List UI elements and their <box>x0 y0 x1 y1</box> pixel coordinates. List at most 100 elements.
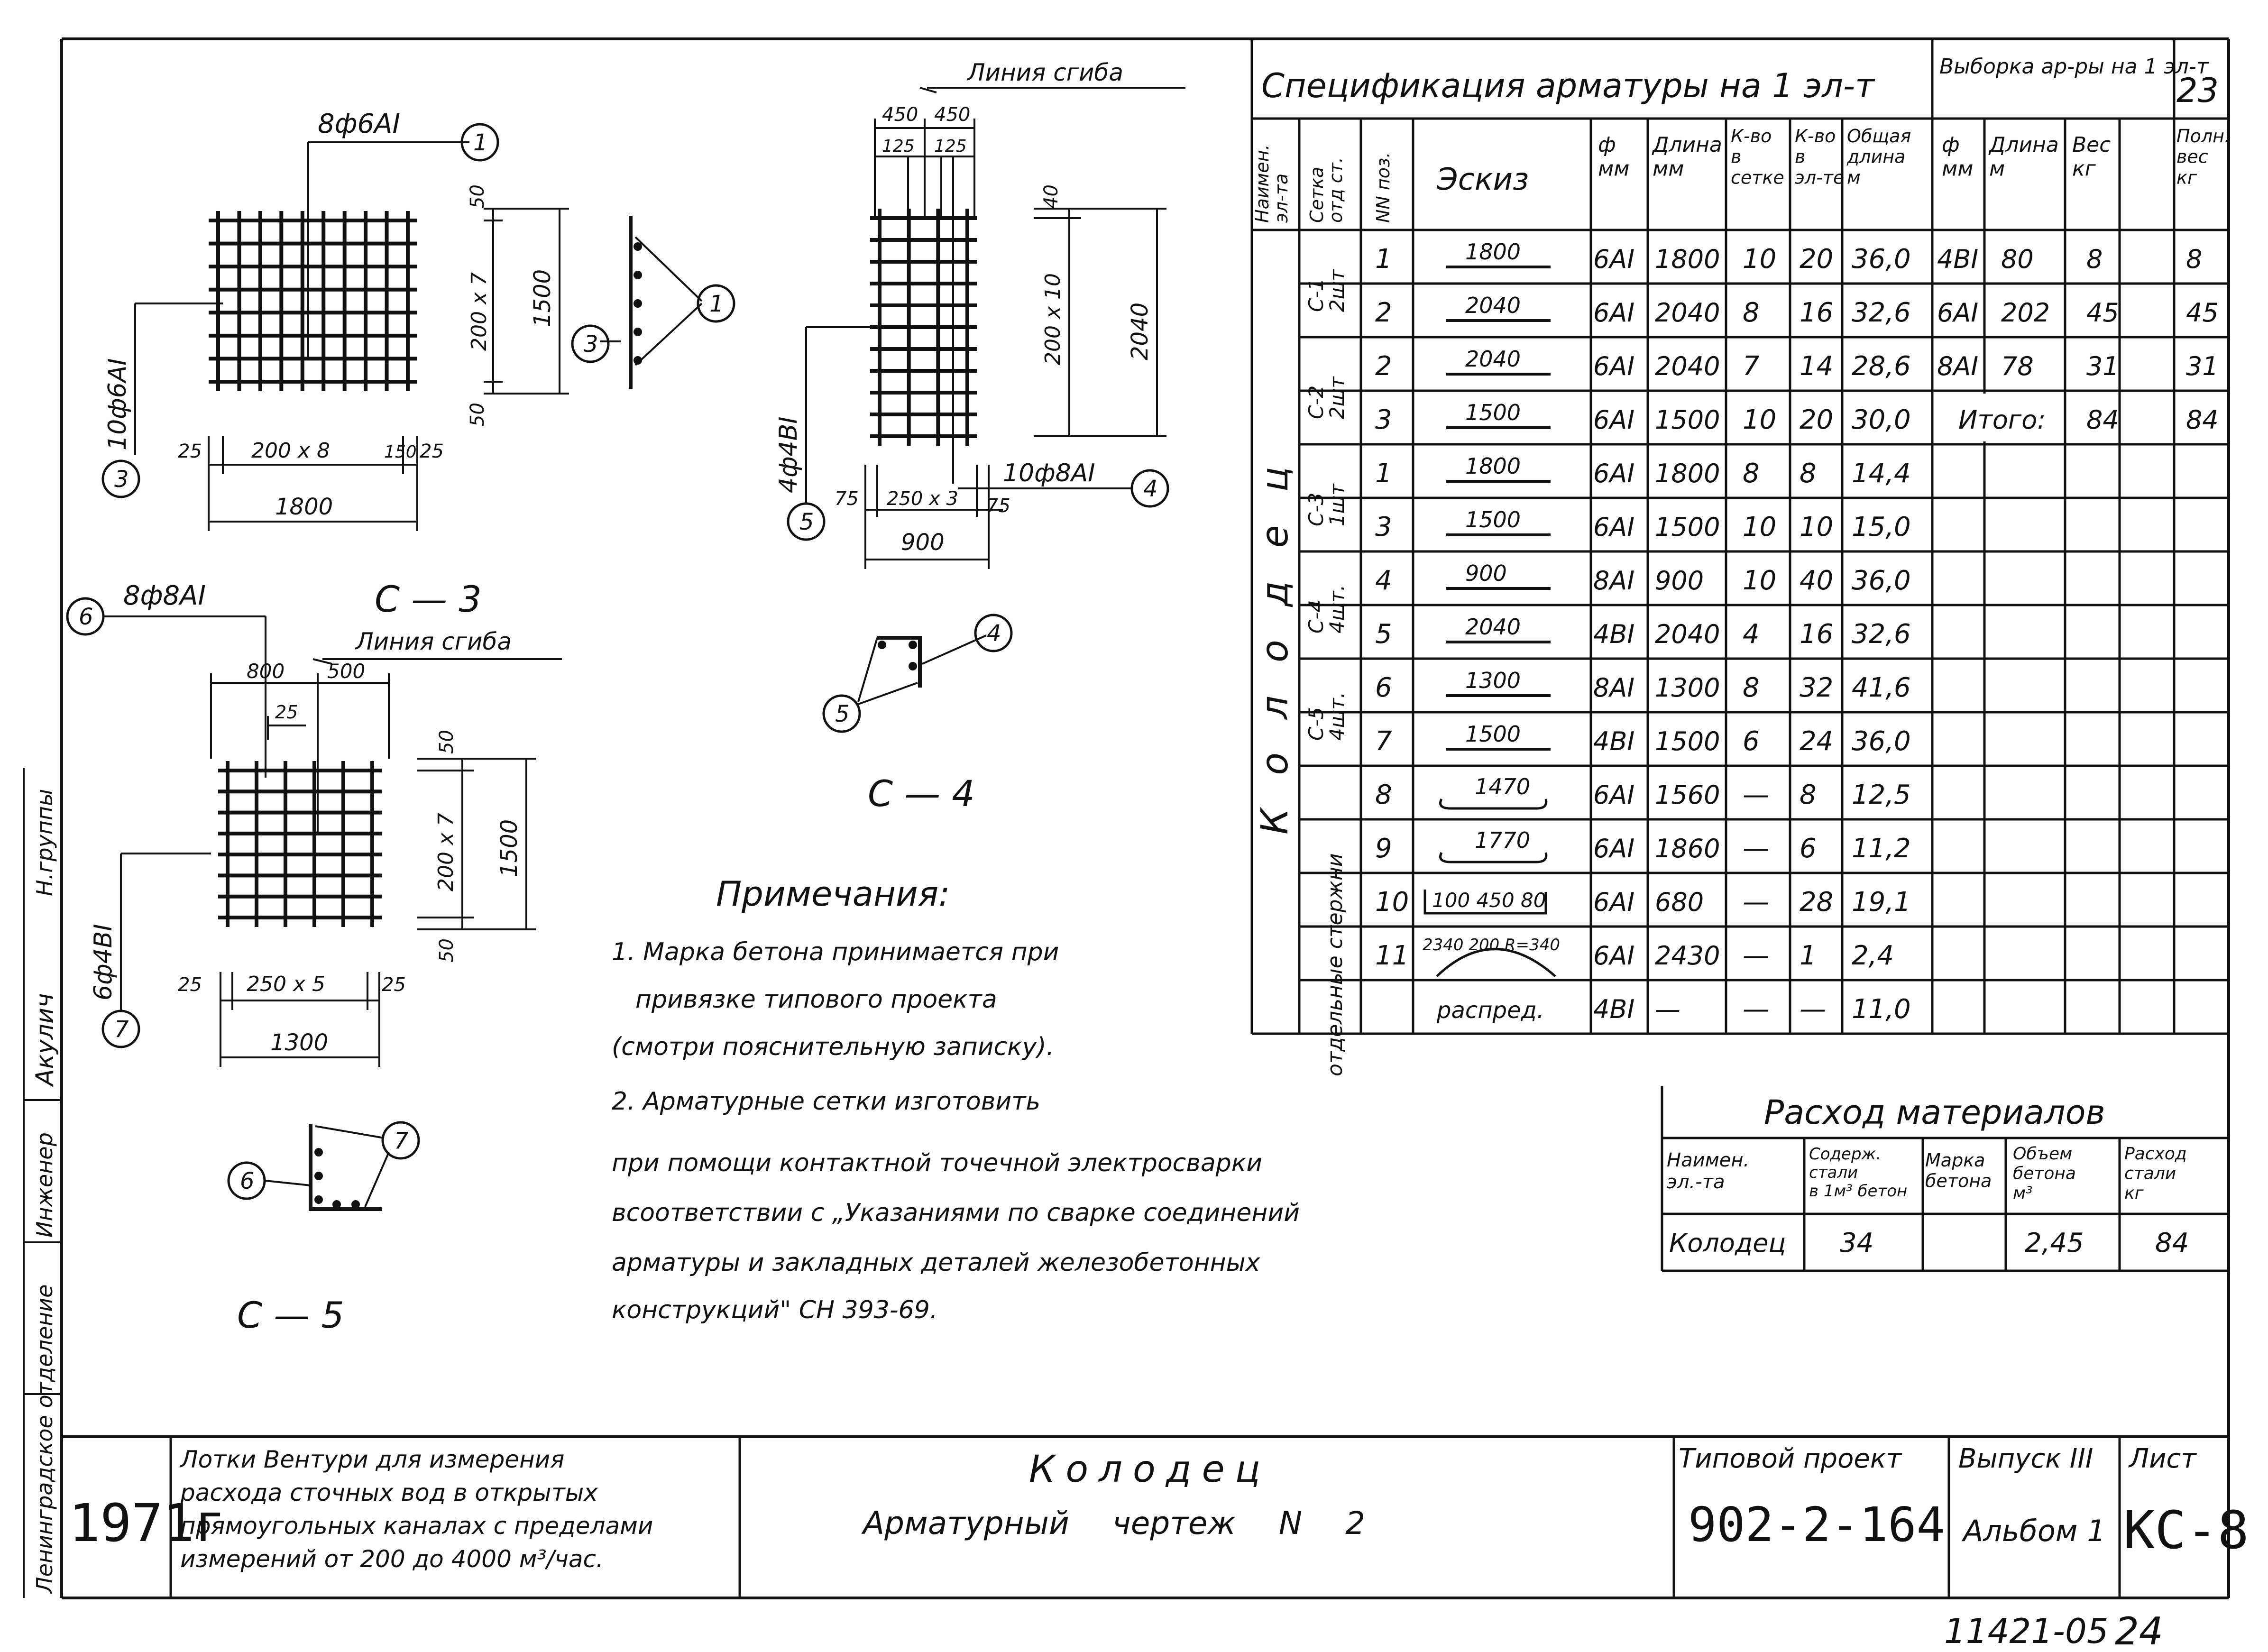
hdr-s-full-1: Полн. <box>2176 126 2230 147</box>
row-1-total: 36,0 <box>1852 244 1911 275</box>
c4-top-dim-3: 125 <box>882 137 915 156</box>
separate-rods-label: отдельные стержни <box>1323 854 1347 1077</box>
row-9-len: 1300 <box>1655 673 1720 703</box>
mat-hdr-steel-1: Расход <box>2124 1144 2187 1164</box>
c4-left-num: 5 <box>799 509 814 535</box>
c5-label: С — 5 <box>237 1294 344 1336</box>
c4-dim-h-2: 250 x 3 <box>887 488 958 510</box>
row-13-sketch-shape <box>1423 890 1547 915</box>
hdr-dia-1: ф <box>1598 133 1616 157</box>
mat-hdr-volume-1: Объем <box>2013 1144 2072 1164</box>
notes-title: Примечания: <box>716 874 950 914</box>
c3-dim-v-3: 50 <box>467 403 488 427</box>
stamp-title: Колодец <box>1029 1448 1271 1491</box>
bottom-code: 11421-05 <box>1944 1611 2109 1651</box>
c4-label: С — 4 <box>868 772 975 815</box>
side-engineer-label: Инженер <box>32 1132 57 1238</box>
stamp-album: Альбом 1 <box>1961 1514 2106 1548</box>
row-9-qm: 8 <box>1743 672 1760 703</box>
title-block: 1971г Лотки Вентури для измерения расход… <box>69 1437 2249 1598</box>
row-11-sketch: 1470 <box>1475 774 1530 799</box>
row-1-sketch: 1800 <box>1465 239 1521 265</box>
sample-total-full: 84 <box>2186 405 2219 435</box>
row-7-dia: 8АI <box>1593 566 1634 596</box>
hdr-s-full-2: вес <box>2176 147 2208 167</box>
row-10-pos: 7 <box>1375 726 1392 757</box>
note-line-6: всоответствии с „Указаниями по сварке со… <box>612 1199 1300 1227</box>
row-1-pos: 1 <box>1375 244 1392 275</box>
row-6-len: 1500 <box>1655 512 1720 542</box>
mat-hdr-content-3: в 1м³ бетон <box>1809 1182 1907 1201</box>
mat-hdr-volume-3: м³ <box>2013 1184 2033 1203</box>
hdr-s-weight-1: Вес <box>2072 133 2111 157</box>
c4-side-num-4: 4 <box>987 620 1001 647</box>
hdr-mesh-2: отд ст. <box>1325 157 1346 223</box>
sample-1-dia: 4ВI <box>1937 244 1978 274</box>
hdr-length-2: мм <box>1653 157 1684 181</box>
c5-dim-v-2: 200 x 7 <box>434 813 458 891</box>
note-line-1: 1. Марка бетона принимается при <box>612 938 1059 966</box>
sample-1-full: 8 <box>2186 244 2202 274</box>
side-margin <box>23 768 62 1598</box>
mesh-c4-grid <box>870 209 977 446</box>
c4-left-callout: 4ф4ВI <box>774 416 803 493</box>
row-5-pos: 1 <box>1375 458 1392 489</box>
materials-volume: 2,45 <box>2025 1228 2084 1258</box>
c5-dim-v-1: 50 <box>436 730 458 754</box>
c3-dim-h-4: 25 <box>420 441 444 462</box>
row-10-len: 1500 <box>1655 726 1720 756</box>
sample-total-weight: 84 <box>2086 405 2119 435</box>
group-2-label-2: 2шт <box>1325 376 1349 419</box>
row-8-qe: 16 <box>1800 619 1833 650</box>
row-11-qe: 8 <box>1800 780 1817 810</box>
hdr-s-full-3: кг <box>2176 167 2197 188</box>
row-15-qm: — <box>1743 994 1769 1025</box>
c4-right-num: 4 <box>1143 476 1158 502</box>
materials-title: Расход материалов <box>1764 1093 2105 1132</box>
row-12-sketch: 1770 <box>1475 827 1530 853</box>
spec-title: Спецификация арматуры на 1 эл-т <box>1261 66 1875 105</box>
row-8-dia: 4ВI <box>1593 619 1634 649</box>
row-3-sketch: 2040 <box>1465 346 1521 372</box>
row-12-len: 1860 <box>1655 834 1720 863</box>
stamp-desc-2: расхода сточных вод в открытых <box>180 1479 598 1506</box>
hdr-s-dia-1: ф <box>1942 133 1960 157</box>
c4-dim-v-1: 40 <box>1040 184 1062 209</box>
row-9-pos: 6 <box>1375 672 1392 703</box>
row-11-sketch-hook <box>1439 798 1548 810</box>
c5-dim-v-3: 50 <box>436 938 458 963</box>
c4-dim-v-3: 2040 <box>1127 303 1153 360</box>
c5-dim-v-4: 1500 <box>496 819 523 877</box>
row-10-total: 36,0 <box>1852 726 1911 757</box>
mat-hdr-name-1: Наимен. <box>1667 1149 1749 1171</box>
row-11-pos: 8 <box>1375 780 1392 810</box>
group-4-label-1: С-4 <box>1304 600 1328 633</box>
row-1-qm: 10 <box>1743 244 1776 275</box>
hdr-total-3: м <box>1847 167 1861 188</box>
row-12-qe: 6 <box>1800 833 1817 864</box>
row-9-total: 41,6 <box>1852 672 1911 703</box>
row-11-len: 1560 <box>1655 780 1720 810</box>
row-6-sketch: 1500 <box>1465 507 1521 532</box>
c4-top-dim-4: 125 <box>934 137 967 156</box>
mat-hdr-name-2: эл.-та <box>1667 1171 1725 1193</box>
c3-left-num: 3 <box>114 466 129 493</box>
row-14-sketch: 2340 200 R=340 <box>1423 936 1560 954</box>
row-12-pos: 9 <box>1375 833 1392 864</box>
mat-hdr-content-2: стали <box>1809 1163 1858 1182</box>
row-15-total: 11,0 <box>1852 994 1911 1025</box>
row-7-qm: 10 <box>1743 565 1776 596</box>
row-14-sketch-arc <box>1436 948 1556 977</box>
row-3-total: 28,6 <box>1852 351 1911 382</box>
sample-title: Выборка ар-ры на 1 эл-т <box>1939 55 2209 79</box>
c5-dim-h-1: 25 <box>178 974 202 996</box>
c5-side-num-6: 6 <box>240 1168 255 1194</box>
sheet-number: 23 <box>2176 71 2219 110</box>
row-14-total: 2,4 <box>1852 940 1894 971</box>
c3-side-num-3: 3 <box>584 331 598 358</box>
hdr-s-dia-2: мм <box>1942 157 1973 181</box>
row-15-sketch: распред. <box>1436 997 1544 1024</box>
mat-hdr-grade-1: Марка <box>1925 1150 1985 1171</box>
sample-1-weight: 8 <box>2086 244 2103 274</box>
